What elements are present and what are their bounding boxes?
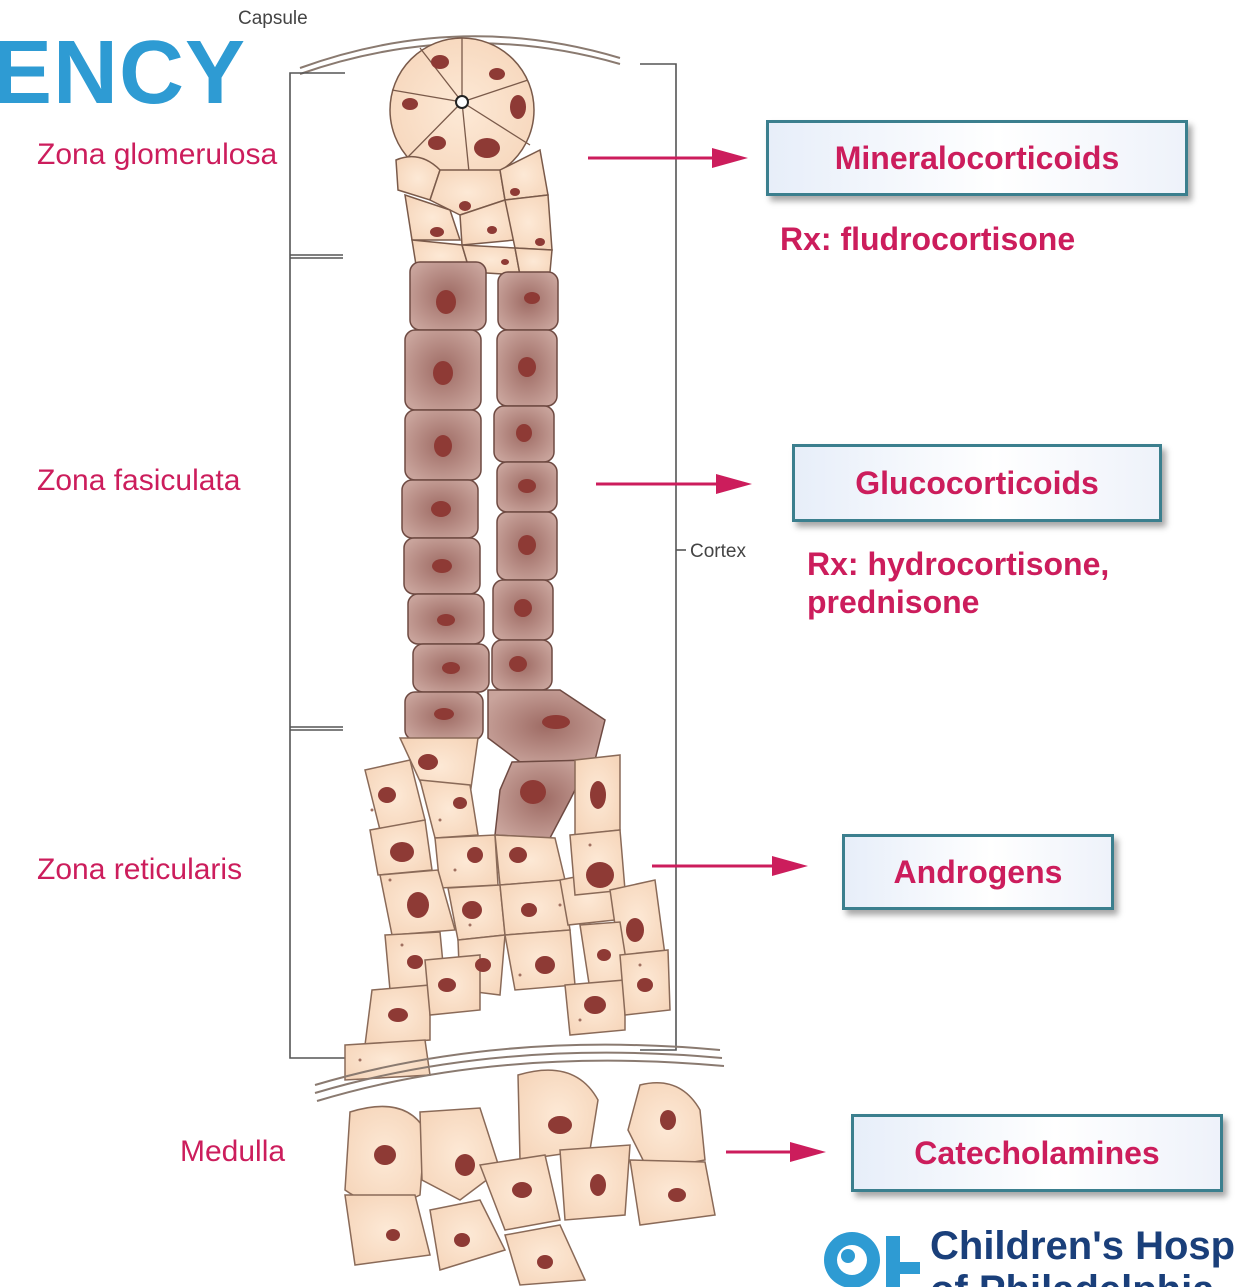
glucocorticoids-box: Glucocorticoids xyxy=(792,444,1162,522)
mineralocorticoids-box: Mineralocorticoids xyxy=(766,120,1188,196)
catecholamines-box: Catecholamines xyxy=(851,1114,1223,1192)
zona-glomerulosa-label: Zona glomerulosa xyxy=(37,138,277,172)
glucocorticoids-rx: Rx: hydrocortisone, prednisone xyxy=(807,545,1109,621)
medulla-cells xyxy=(345,1070,715,1285)
zona-fasiculata-label: Zona fasiculata xyxy=(37,464,240,498)
medulla-label: Medulla xyxy=(180,1135,285,1169)
glomerulosa-cells xyxy=(390,38,552,275)
hospital-logo-line1: Children's Hosp xyxy=(930,1224,1235,1269)
zona-reticularis-label: Zona reticularis xyxy=(37,853,242,887)
androgens-box: Androgens xyxy=(842,834,1114,910)
hospital-logo: Children's Hosp of Philadelphia xyxy=(818,1222,1238,1287)
rx-line: Rx: hydrocortisone, xyxy=(807,545,1109,583)
mineralocorticoids-rx: Rx: fludrocortisone xyxy=(780,220,1075,258)
hospital-logo-line2: of Philadelphia xyxy=(930,1268,1214,1287)
hospital-logo-icon xyxy=(818,1222,928,1287)
rx-line: Rx: fludrocortisone xyxy=(780,220,1075,258)
cortex-label: Cortex xyxy=(690,541,746,563)
rx-line: prednisone xyxy=(807,583,1109,621)
capsule-label: Capsule xyxy=(238,8,308,30)
